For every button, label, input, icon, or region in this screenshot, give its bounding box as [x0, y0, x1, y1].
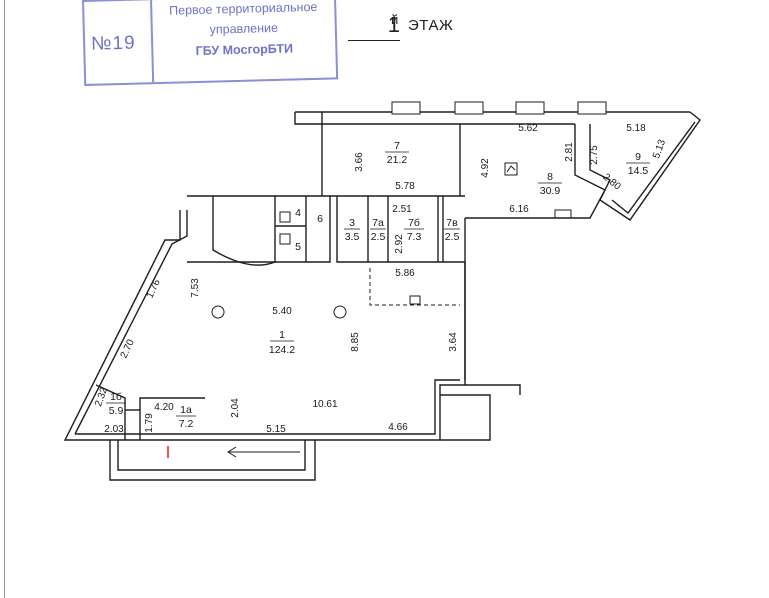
- fixtures: [211, 162, 572, 319]
- column-1: [211, 305, 225, 319]
- room-number: 7: [394, 140, 400, 152]
- room-label-7: 7 21.2: [385, 140, 409, 166]
- dim-5-86: 5.86: [395, 268, 415, 279]
- room-label-9: 9 14.5: [626, 151, 650, 177]
- room-number: 7а: [372, 217, 384, 229]
- room-area: 21.2: [387, 154, 408, 166]
- room-area: 30.9: [540, 185, 561, 197]
- windows: [391, 101, 607, 115]
- room-number: 3: [349, 217, 355, 229]
- dim-2-92: 2.92: [394, 234, 405, 254]
- room-number: 9: [635, 151, 641, 163]
- room-number: 1а: [180, 404, 192, 416]
- room-label-7b: 7б 7.3: [404, 217, 424, 243]
- room-area: 2.5: [445, 231, 460, 243]
- room-number: 1: [279, 329, 285, 341]
- room-number-4: 4: [295, 207, 301, 219]
- dim-4-20: 4.20: [154, 402, 174, 413]
- radiator-icon: [409, 295, 421, 305]
- room-label-7v: 7в 2.5: [444, 217, 460, 243]
- dim-2-04: 2.04: [230, 398, 241, 418]
- dim-6-16: 6.16: [509, 204, 529, 215]
- boiler-icon: [504, 162, 518, 176]
- window-3: [515, 101, 545, 115]
- column-2: [333, 305, 347, 319]
- room-area: 5.9: [109, 405, 124, 417]
- room-area: 2.5: [371, 231, 386, 243]
- floor-suffix: й: [391, 12, 399, 27]
- room-label-8: 8 30.9: [538, 171, 562, 197]
- dim-10-61: 10.61: [312, 399, 337, 410]
- dim-4-66: 4.66: [388, 422, 408, 433]
- floor-word: ЭТАЖ: [408, 17, 454, 34]
- room-number-5: 5: [295, 241, 301, 253]
- room-area: 14.5: [628, 165, 649, 177]
- room-number: 1б: [110, 391, 122, 403]
- dim-5-13: 5.13: [651, 138, 668, 160]
- room-label-7a: 7а 2.5: [370, 217, 386, 243]
- dim-2-75: 2.75: [589, 145, 600, 165]
- dim-1-76: 1.76: [145, 277, 163, 300]
- dim-2-81: 2.81: [564, 142, 575, 162]
- room-label-1: 1 124.2: [269, 329, 295, 356]
- window-1: [391, 101, 421, 115]
- room-number-6: 6: [317, 213, 323, 225]
- room-number: 8: [547, 171, 553, 183]
- room-label-3: 3 3.5: [344, 217, 360, 243]
- room-label-1a: 1а 7.2: [176, 404, 196, 430]
- radiator-icon-2: [554, 209, 572, 219]
- dim-3-64: 3.64: [448, 332, 459, 352]
- dim-3-66: 3.66: [354, 152, 365, 172]
- walls: [63, 111, 701, 481]
- dim-2-70: 2.70: [119, 337, 137, 360]
- room-number: 7б: [408, 217, 420, 229]
- room-label-1b: 1б 5.9: [106, 391, 126, 417]
- dim-2-51: 2.51: [392, 204, 412, 215]
- room-area: 3.5: [345, 231, 360, 243]
- dim-5-15: 5.15: [266, 424, 286, 435]
- toilet-icon: [279, 233, 291, 245]
- window-2: [454, 101, 484, 115]
- dim-4-92: 4.92: [480, 158, 491, 178]
- dim-8-85: 8.85: [350, 332, 361, 352]
- room-area: 124.2: [269, 344, 295, 356]
- page-left-rule: [4, 0, 5, 598]
- dim-5-40: 5.40: [272, 306, 292, 317]
- floor-number: 1: [348, 12, 400, 41]
- sink-icon: [279, 211, 291, 223]
- dim-5-78: 5.78: [395, 181, 415, 192]
- dim-2-03: 2.03: [104, 424, 124, 435]
- dim-1-79: 1.79: [144, 413, 155, 433]
- dim-5-18: 5.18: [626, 123, 646, 134]
- dim-5-62: 5.62: [518, 123, 538, 134]
- entry-arrow-head: [227, 446, 237, 458]
- dimension-labels: 3.66 5.78 4.92 5.62 2.81 2.75 5.18 5.13 …: [93, 123, 668, 435]
- room-area: 7.3: [407, 231, 422, 243]
- dim-7-53: 7.53: [190, 278, 201, 298]
- room-labels: 1 124.2 1а 7.2 1б 5.9 3 3.5 4 5 6 7 21.2…: [106, 140, 650, 430]
- room-number: 7в: [446, 217, 458, 229]
- entry-arrow: [167, 446, 300, 458]
- room-area: 7.2: [179, 418, 194, 430]
- boiler-zigzag: [506, 165, 516, 173]
- window-4: [577, 101, 607, 115]
